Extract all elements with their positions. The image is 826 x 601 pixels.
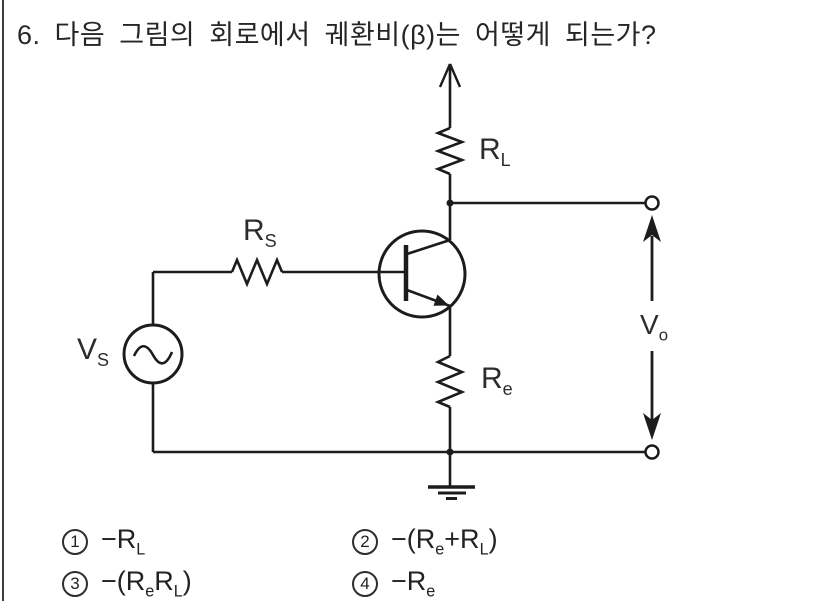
emitter-arrow-icon (433, 294, 449, 306)
label-re: Re (481, 362, 513, 399)
arrow-up-icon (643, 215, 661, 242)
vo-arrows (643, 215, 661, 440)
option-3-label: −(ReRL) (101, 566, 192, 601)
option-2-label: −(Re+RL) (391, 524, 498, 559)
answer-option-1: 1 −RL (62, 524, 145, 559)
resistor-rs-symbol (230, 256, 284, 288)
label-vs: VS (77, 333, 110, 370)
ac-source-symbol (122, 272, 184, 452)
question-title: 6. 다음 그림의 회로에서 궤환비(β)는 어떻게 되는가? (17, 13, 657, 52)
input-wire (153, 256, 406, 288)
label-vo: Vo (640, 309, 669, 345)
option-2-number: 2 (352, 528, 378, 555)
option-4-number: 4 (352, 570, 378, 597)
option-1-label: −RL (101, 524, 146, 559)
option-1-number: 1 (62, 528, 88, 555)
option-4-label: −Re (391, 566, 436, 601)
answer-option-4: 4 −Re (352, 566, 435, 601)
resistor-rl-symbol (434, 126, 466, 240)
junction-dot-top (446, 199, 454, 207)
question-number: 6. (17, 20, 41, 50)
label-rs: RS (243, 214, 277, 251)
output-top-wire (446, 195, 660, 211)
arrow-down-icon (643, 413, 661, 440)
option-3-number: 3 (62, 570, 88, 597)
sine-wave-icon (132, 344, 174, 365)
ground-icon (428, 452, 475, 500)
answer-option-3: 3 −(ReRL) (62, 566, 192, 601)
question-text: 다음 그림의 회로에서 궤환비(β)는 어떻게 되는가? (54, 20, 657, 50)
answer-option-2: 2 −(Re+RL) (352, 524, 498, 559)
output-terminal-bottom (644, 444, 660, 460)
page-left-border (2, 0, 4, 601)
bottom-wire (153, 444, 660, 460)
label-rl: RL (479, 133, 511, 170)
npn-transistor-symbol (377, 229, 467, 319)
output-terminal-top (644, 195, 660, 211)
supply-arrow-icon (438, 63, 462, 128)
resistor-re-symbol (434, 306, 466, 452)
